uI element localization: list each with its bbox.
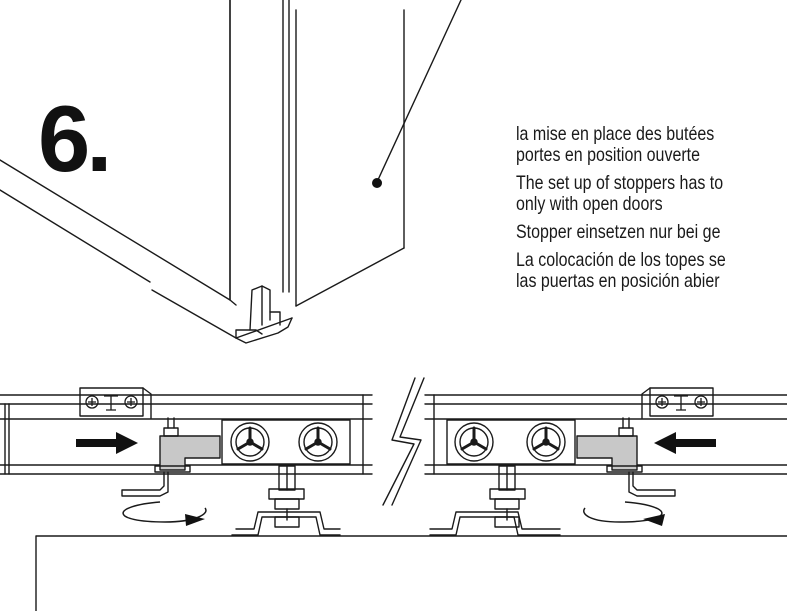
screw-icon xyxy=(655,395,708,411)
wheel-right-2 xyxy=(526,422,566,462)
caption-line: The set up of stoppers has to xyxy=(516,172,724,194)
caption-line: la mise en place des butées xyxy=(516,124,715,145)
door-panel xyxy=(35,535,787,611)
caption-french: la mise en place des butées portes en po… xyxy=(516,124,738,166)
caption-line: Stopper einsetzen nur bei ge xyxy=(516,221,721,243)
caption-english: The set up of stoppers has to only with … xyxy=(516,173,738,215)
wardrobe-corner xyxy=(0,0,405,344)
caption-line: portes en position ouverte xyxy=(516,144,701,166)
caption-line: only with open doors xyxy=(516,193,663,215)
caption-spanish: La colocación de los topes se las puerta… xyxy=(516,250,738,292)
track-right xyxy=(424,387,787,536)
caption-line: La colocación de los topes se xyxy=(516,249,726,271)
instruction-captions: la mise en place des butées portes en po… xyxy=(516,124,738,299)
rotate-arrow-icon xyxy=(122,501,207,526)
track-left xyxy=(0,387,373,536)
direction-arrow-icon xyxy=(654,432,716,454)
wheel-left-1 xyxy=(230,422,270,462)
screw-icon xyxy=(85,395,138,411)
caption-line: las puertas en posición abier xyxy=(516,270,720,292)
wheel-right-1 xyxy=(454,422,494,462)
pointer-line xyxy=(376,0,462,183)
break-mark xyxy=(382,377,425,506)
caption-german: Stopper einsetzen nur bei ge xyxy=(516,222,738,243)
step-number: 6. xyxy=(38,86,112,191)
direction-arrow-icon xyxy=(76,432,138,454)
rotate-arrow-icon xyxy=(583,501,665,526)
pointer-dot xyxy=(372,178,382,188)
wheel-left-2 xyxy=(298,422,338,462)
